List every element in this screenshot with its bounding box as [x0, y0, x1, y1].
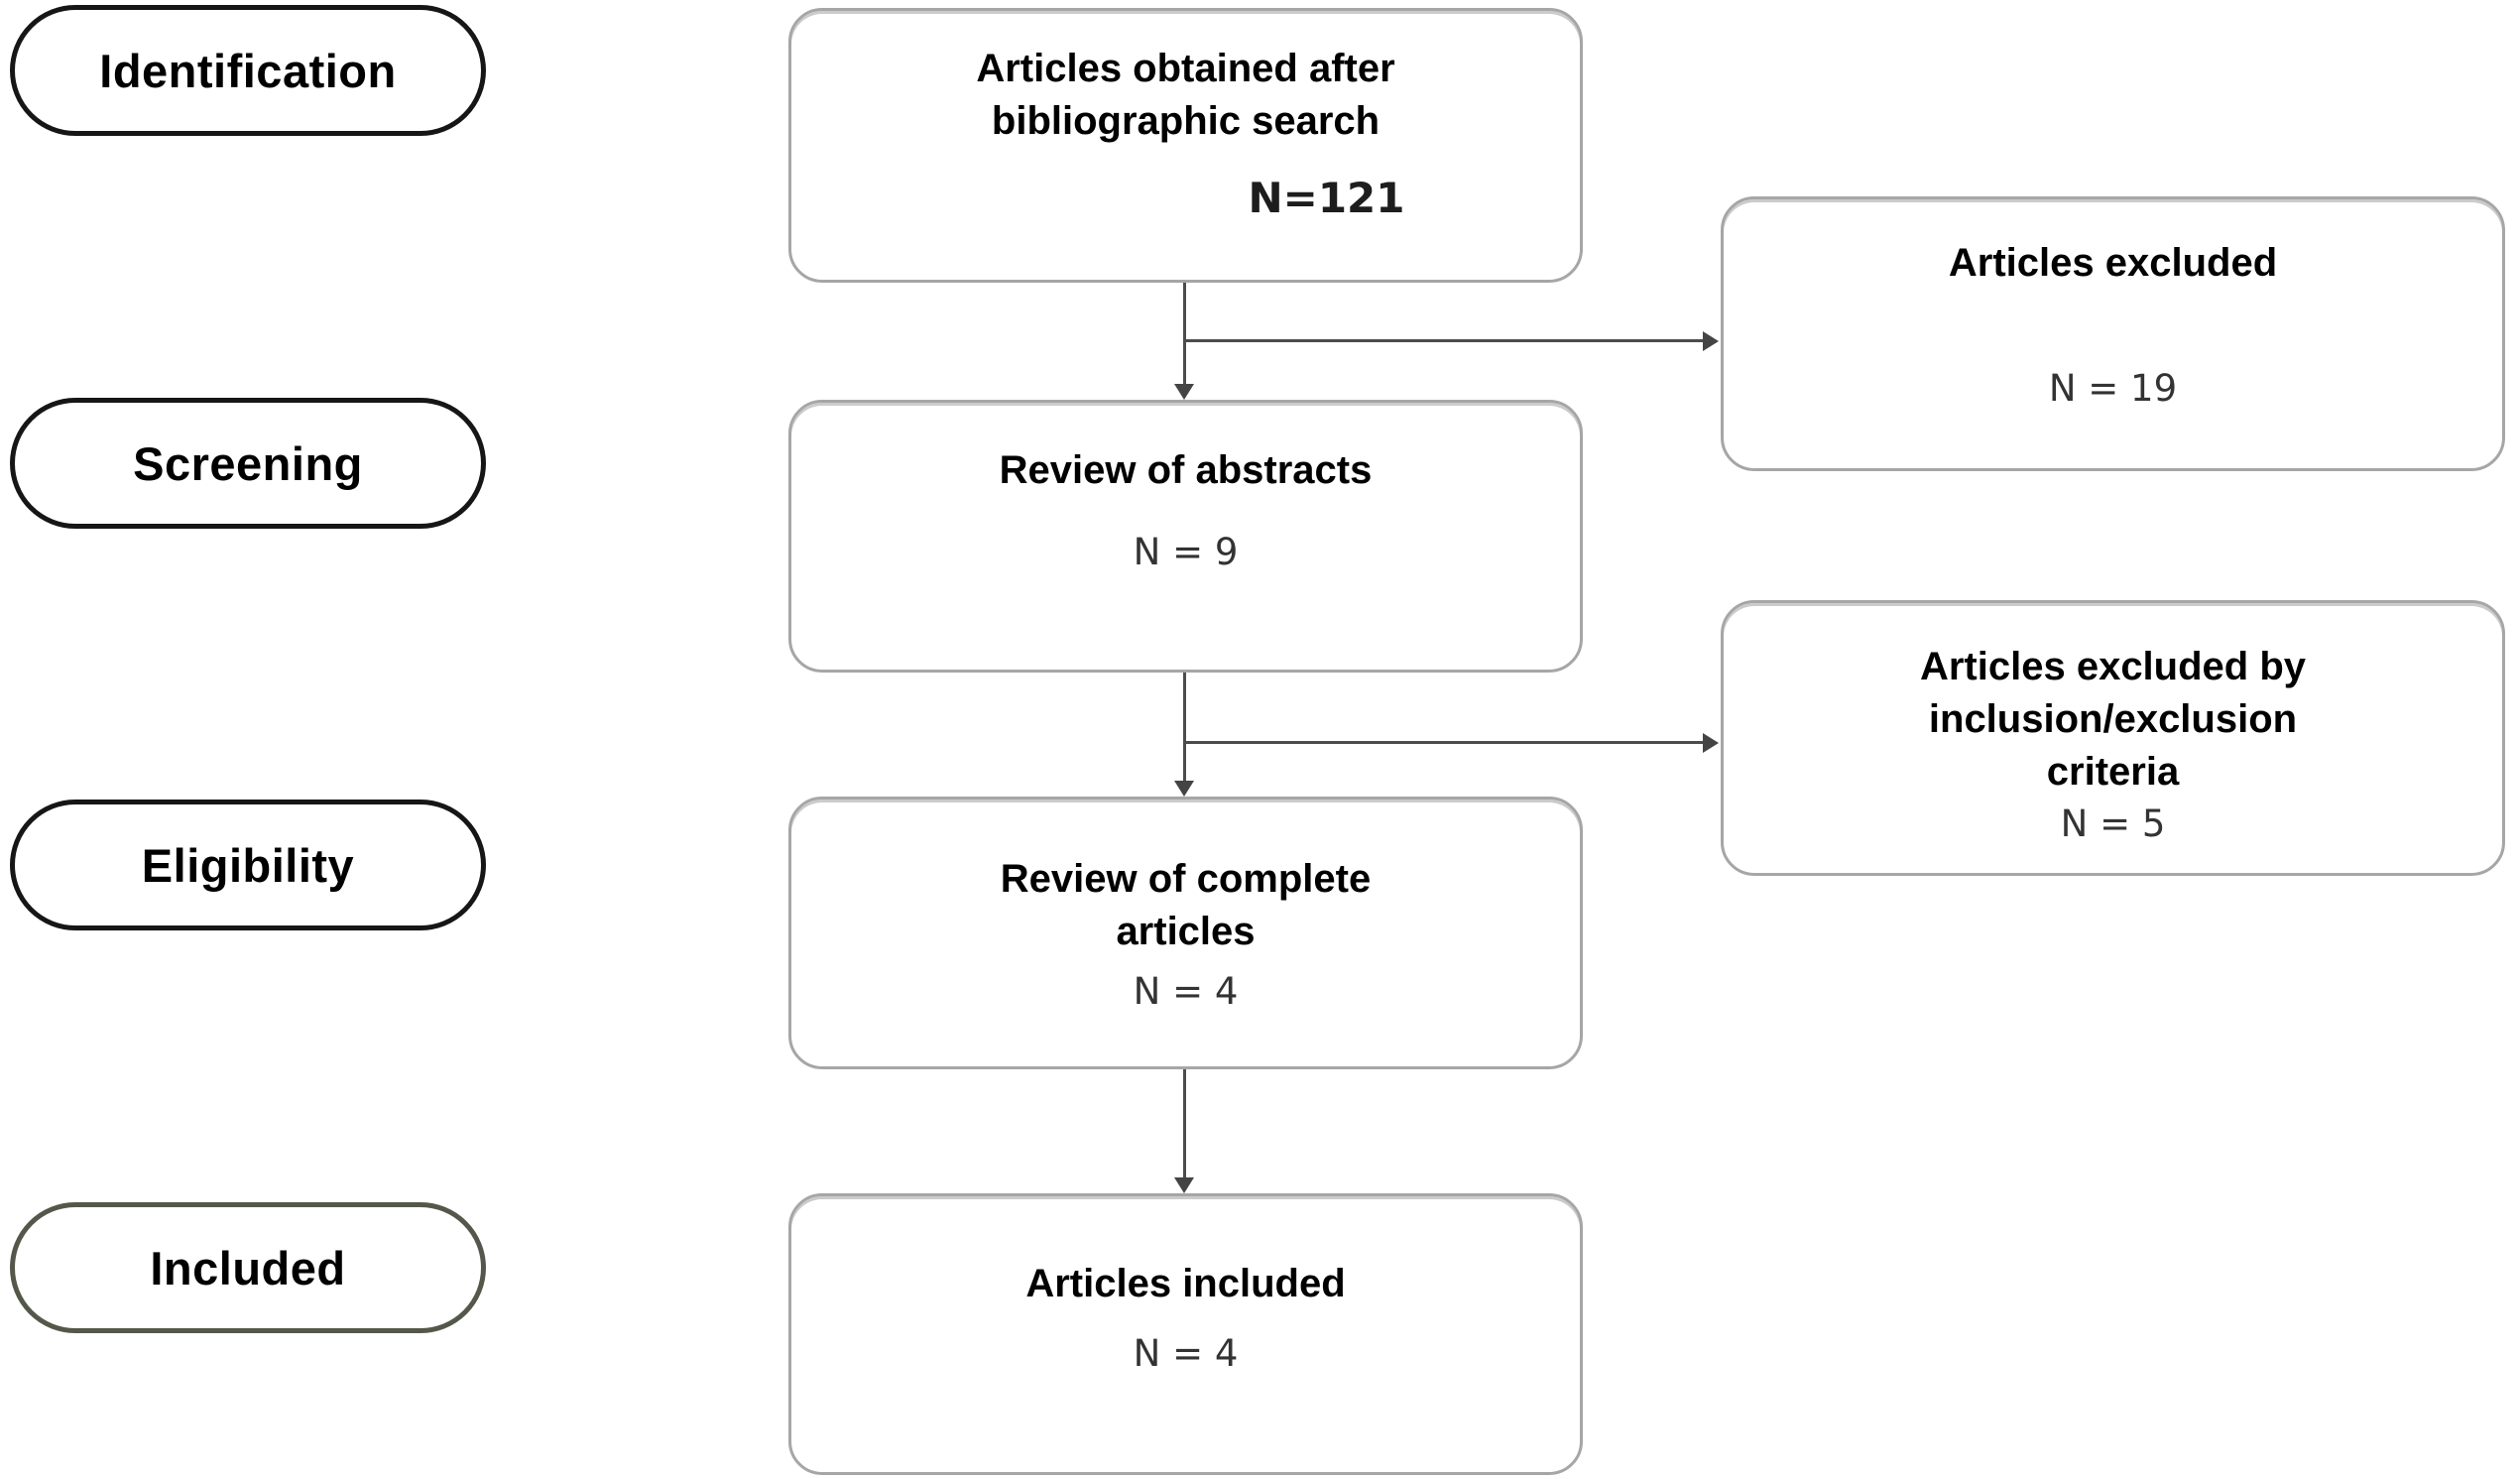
- arrow-down-icon: [1174, 781, 1194, 797]
- stage-pill-screening: Screening: [10, 398, 486, 529]
- flow-box-count: N = 4: [1133, 1332, 1239, 1375]
- flow-box-articles-included: Articles included N = 4: [788, 1193, 1583, 1475]
- connector-line-abstracts-to-complete: [1183, 673, 1186, 781]
- stage-label: Included: [150, 1241, 346, 1294]
- connector-line-complete-to-included: [1183, 1069, 1186, 1177]
- connector-line-search-to-abstracts: [1183, 283, 1186, 385]
- flow-box-count: N = 4: [1133, 970, 1239, 1013]
- flow-box-title: Articles included: [1025, 1262, 1346, 1305]
- flow-box-bibliographic-search: Articles obtained after bibliographic se…: [788, 8, 1583, 283]
- stage-label: Identification: [99, 44, 397, 97]
- arrow-right-icon: [1703, 733, 1719, 753]
- connector-line-branch-excluded2: [1185, 741, 1703, 744]
- stage-label: Eligibility: [141, 838, 355, 892]
- stage-pill-eligibility: Eligibility: [10, 800, 486, 930]
- arrow-down-icon: [1174, 384, 1194, 400]
- flow-box-title: Articles obtained after bibliographic se…: [976, 47, 1395, 143]
- stage-pill-identification: Identification: [10, 5, 486, 136]
- flow-box-count: N = 9: [1133, 531, 1239, 573]
- flow-box-review-abstracts: Review of abstracts N = 9: [788, 400, 1583, 673]
- flow-box-count: N=121: [1248, 174, 1405, 222]
- flow-box-review-complete-articles: Review of complete articles N = 4: [788, 797, 1583, 1069]
- side-box-title: Articles excluded: [1948, 241, 2278, 285]
- flow-box-title: Review of complete articles: [1000, 857, 1372, 953]
- side-box-excluded-by-criteria: Articles excluded by inclusion/exclusion…: [1721, 600, 2505, 876]
- connector-line-branch-excluded1: [1185, 339, 1703, 342]
- flow-box-title: Review of abstracts: [999, 448, 1373, 492]
- side-box-title: Articles excluded by inclusion/exclusion…: [1919, 645, 2307, 794]
- side-box-articles-excluded: Articles excluded N = 19: [1721, 196, 2505, 471]
- side-box-count: N = 19: [2048, 367, 2178, 410]
- stage-pill-included: Included: [10, 1202, 486, 1333]
- side-box-count: N = 5: [2060, 802, 2166, 845]
- stage-label: Screening: [133, 436, 363, 490]
- arrow-down-icon: [1174, 1177, 1194, 1193]
- arrow-right-icon: [1703, 331, 1719, 351]
